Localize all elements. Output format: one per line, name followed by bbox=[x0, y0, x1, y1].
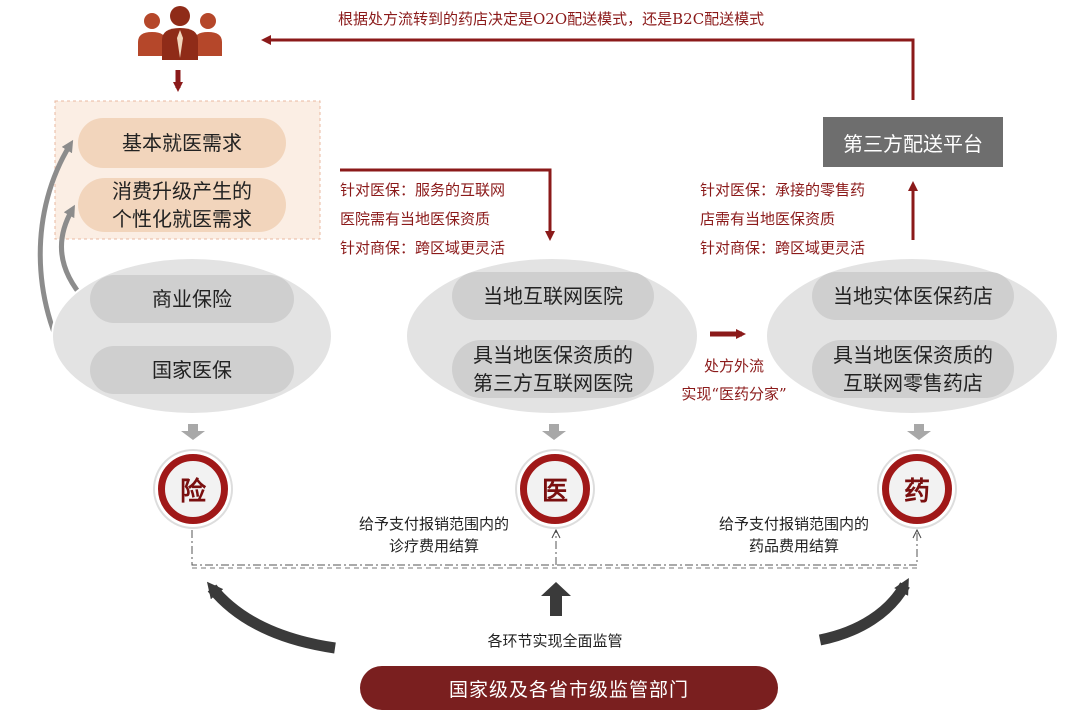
hospital-note: 针对医保：服务的互联网 医院需有当地医保资质 针对商保：跨区域更灵活 bbox=[340, 176, 505, 263]
hospital-note-line3: 针对商保：跨区域更灵活 bbox=[340, 239, 506, 257]
settle-right-label: 给予支付报销范围内的 药品费用结算 bbox=[704, 513, 884, 557]
demand-to-hospital-arrow bbox=[340, 168, 555, 241]
insurance-badge: 险 bbox=[158, 454, 228, 524]
basic-demand-pill: 基本就医需求 bbox=[78, 118, 286, 168]
internet-pharmacy-pill: 具当地医保资质的 互联网零售药店 bbox=[812, 340, 1014, 398]
local-internet-hospital-pill: 当地互联网医院 bbox=[452, 272, 654, 320]
internet-pharmacy-line1: 具当地医保资质的 bbox=[833, 343, 993, 367]
national-insurance-pill: 国家医保 bbox=[90, 346, 294, 394]
internet-pharmacy-line2: 互联网零售药店 bbox=[843, 371, 983, 395]
insurance-badge-label: 险 bbox=[179, 476, 206, 507]
third-party-hospital-line1: 具当地医保资质的 bbox=[473, 343, 633, 367]
third-party-hospital-line2: 第三方互联网医院 bbox=[473, 371, 633, 395]
pharmacy-badge: 药 bbox=[882, 454, 952, 524]
local-pharmacy-label: 当地实体医保药店 bbox=[833, 284, 993, 308]
settlement-line-left bbox=[191, 530, 918, 566]
pharmacy-badge-label: 药 bbox=[903, 476, 930, 507]
local-internet-hospital-label: 当地互联网医院 bbox=[483, 284, 623, 308]
supervision-label: 各环节实现全面监管 bbox=[487, 632, 623, 650]
regulator-up-arrow bbox=[541, 582, 571, 616]
pharmacy-note-line2: 店需有当地医保资质 bbox=[700, 210, 836, 228]
hospital-badge: 医 bbox=[520, 454, 590, 524]
people-group-icon bbox=[136, 4, 224, 60]
third-party-hospital-pill: 具当地医保资质的 第三方互联网医院 bbox=[452, 340, 654, 398]
national-insurance-label: 国家医保 bbox=[152, 358, 232, 382]
commercial-insurance-label: 商业保险 bbox=[152, 287, 232, 311]
regulator-label: 国家级及各省市级监管部门 bbox=[448, 678, 689, 701]
settle-left-line2: 诊疗费用结算 bbox=[388, 537, 479, 555]
rx-outflow-line1: 处方外流 bbox=[703, 357, 764, 375]
top-arrow-label: 根据处方流转到的药店决定是O2O配送模式，还是B2C配送模式 bbox=[338, 10, 765, 28]
delivery-platform-box: 第三方配送平台 bbox=[823, 117, 1003, 167]
personal-demand-pill: 消费升级产生的 个性化就医需求 bbox=[78, 178, 286, 232]
rx-outflow-label: 处方外流 实现“医药分家” bbox=[664, 352, 804, 408]
settle-right-line2: 药品费用结算 bbox=[748, 537, 839, 555]
commercial-insurance-pill: 商业保险 bbox=[90, 275, 294, 323]
hospital-badge-label: 医 bbox=[541, 476, 568, 507]
basic-demand-label: 基本就医需求 bbox=[122, 131, 242, 155]
badge-down-arrows bbox=[181, 424, 931, 440]
local-pharmacy-pill: 当地实体医保药店 bbox=[812, 272, 1014, 320]
settle-left-label: 给予支付报销范围内的 诊疗费用结算 bbox=[344, 513, 524, 557]
settle-left-line1: 给予支付报销范围内的 bbox=[358, 515, 509, 533]
top-return-arrow bbox=[261, 35, 915, 100]
pharmacy-note-line3: 针对商保：跨区域更灵活 bbox=[700, 239, 866, 257]
hospital-note-line1: 针对医保：服务的互联网 bbox=[340, 181, 506, 199]
settle-right-line1: 给予支付报销范围内的 bbox=[718, 515, 869, 533]
regulator-bar: 国家级及各省市级监管部门 bbox=[360, 666, 778, 710]
delivery-platform-label: 第三方配送平台 bbox=[843, 131, 983, 156]
regulator-left-arrow bbox=[206, 581, 336, 654]
personal-demand-line2: 个性化就医需求 bbox=[112, 207, 252, 231]
regulator-right-arrow bbox=[818, 578, 910, 646]
personal-demand-line1: 消费升级产生的 bbox=[112, 179, 252, 203]
rx-outflow-line2: 实现“医药分家” bbox=[681, 385, 787, 403]
pharmacy-note-line1: 针对医保：承接的零售药 bbox=[700, 181, 866, 199]
pharmacy-note: 针对医保：承接的零售药 店需有当地医保资质 针对商保：跨区域更灵活 bbox=[700, 176, 865, 263]
hospital-note-line2: 医院需有当地医保资质 bbox=[340, 210, 491, 228]
